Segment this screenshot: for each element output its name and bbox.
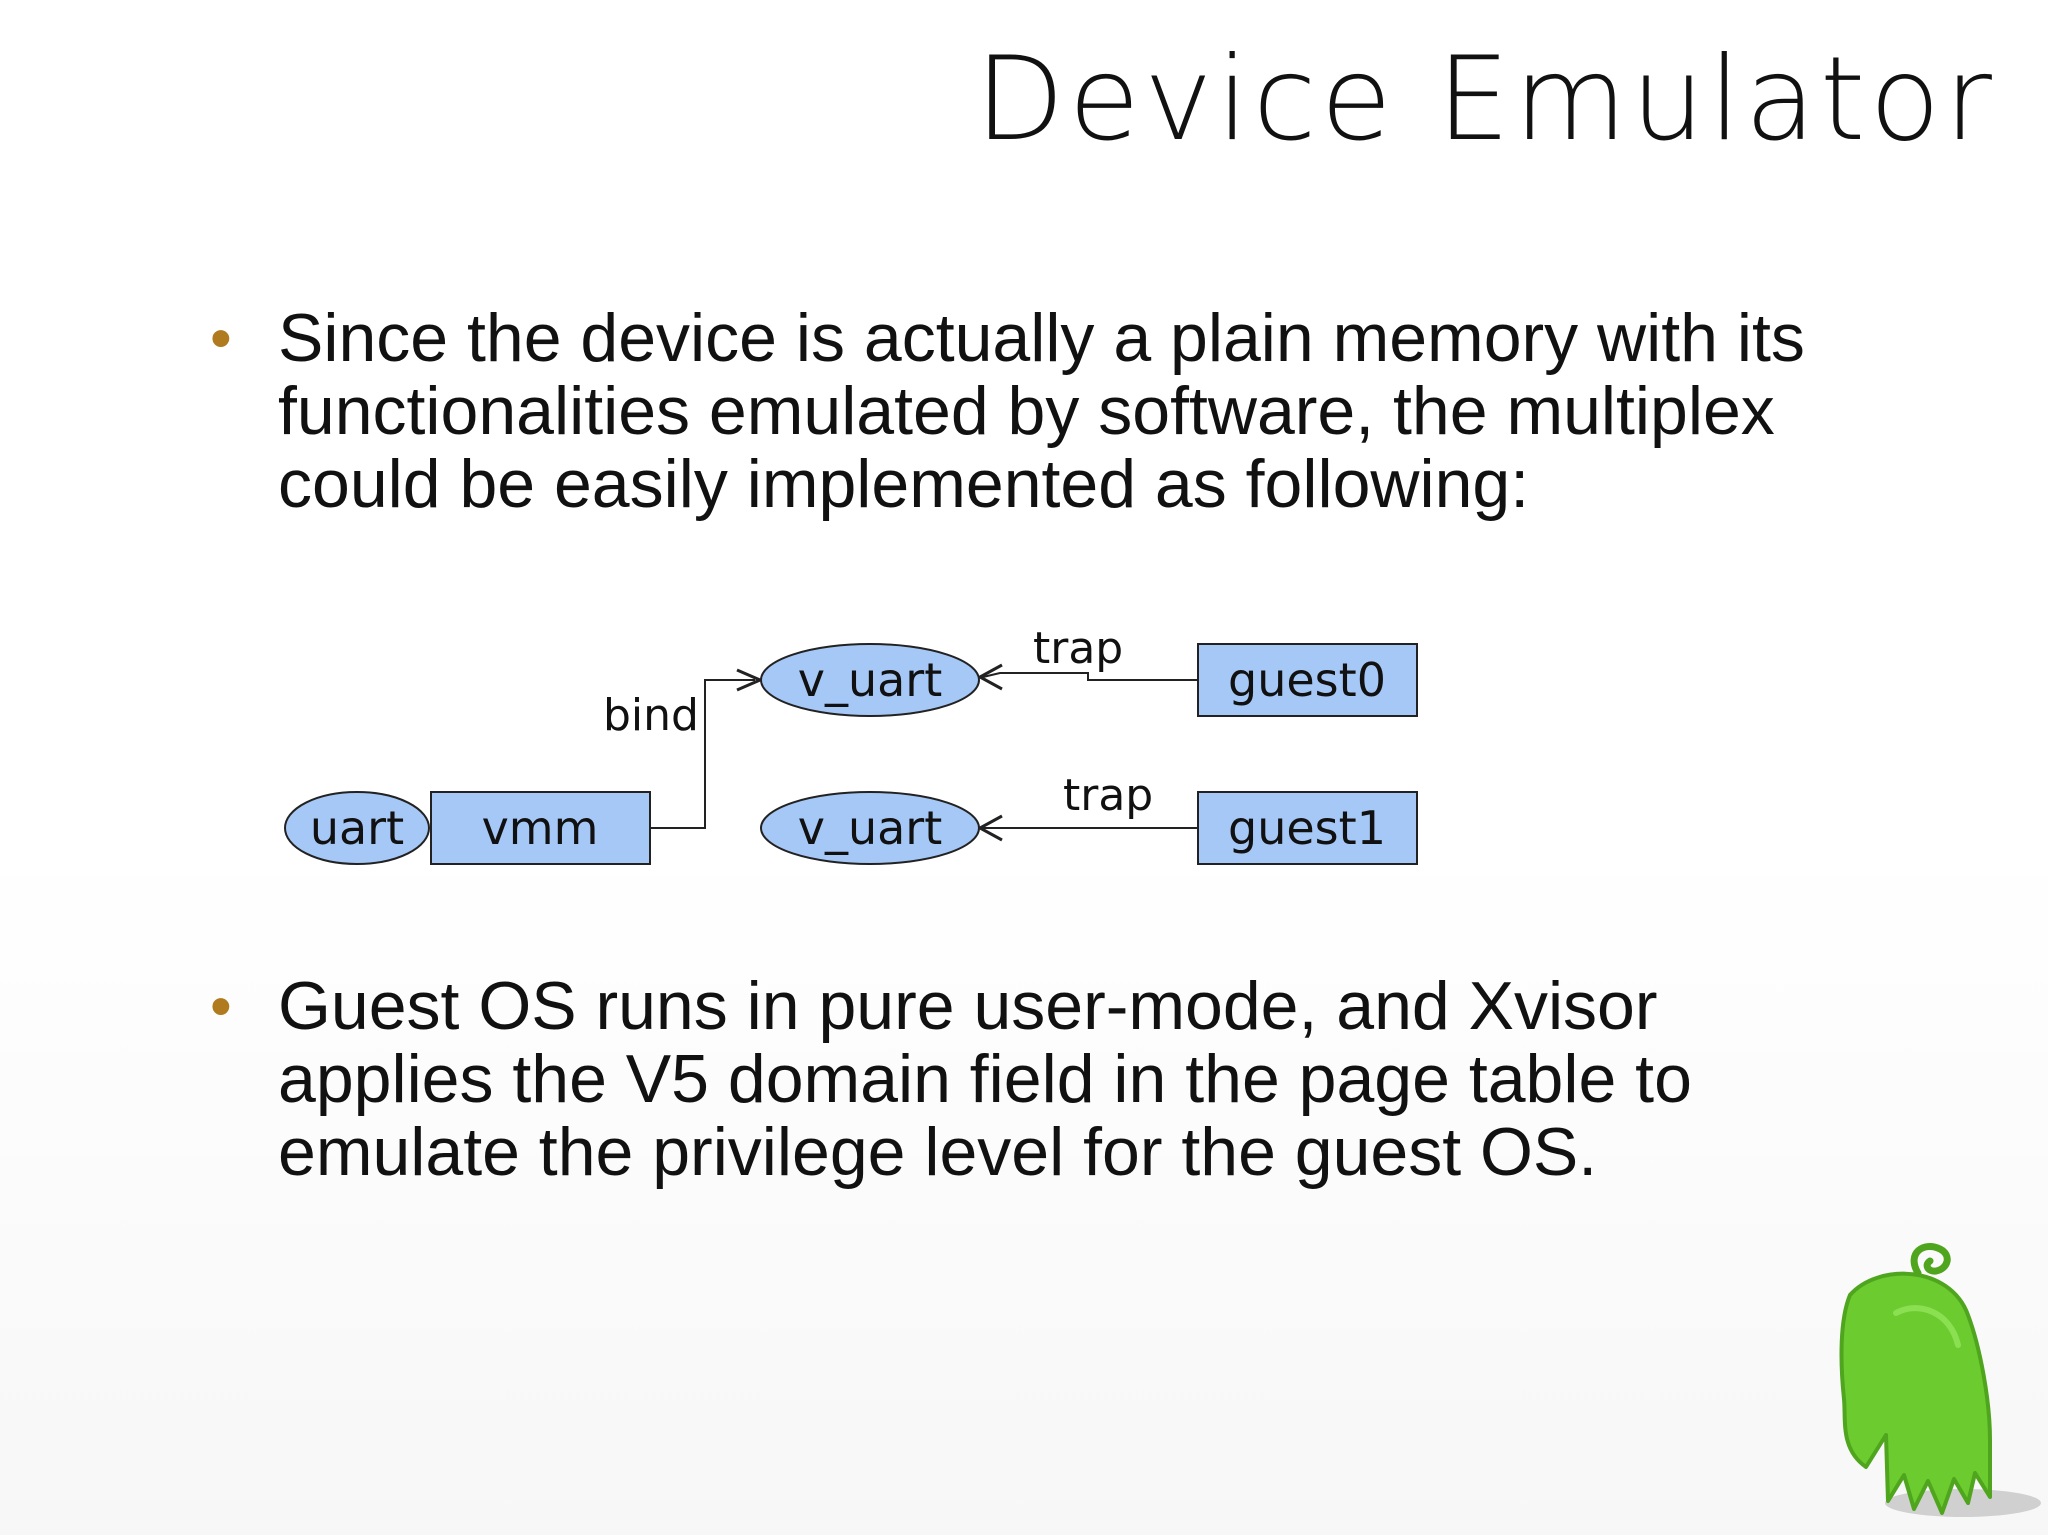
v-uart-node-top: v_uart — [760, 643, 980, 717]
guest1-node: guest1 — [1197, 791, 1418, 865]
trap-edge-bottom — [976, 814, 1198, 842]
vmm-label: vmm — [482, 801, 599, 855]
bullet-dot-icon: • — [210, 972, 232, 1041]
v-uart-label-bottom: v_uart — [798, 801, 943, 855]
bullet-item: • Since the device is actually a plain m… — [210, 302, 1998, 521]
trap-label-bottom: trap — [1063, 770, 1153, 821]
guest0-label: guest0 — [1228, 653, 1386, 707]
trap-edge-top — [976, 663, 1198, 691]
bullet-text: Guest OS runs in pure user-mode, and Xvi… — [278, 968, 1692, 1190]
bullet-item: • Guest OS runs in pure user-mode, and X… — [210, 970, 1998, 1189]
uart-node: uart — [284, 791, 430, 865]
bind-label: bind — [603, 690, 699, 741]
trap-arrowhead-icon — [976, 663, 1003, 691]
bind-edge — [650, 668, 764, 829]
vmm-node: vmm — [430, 791, 651, 865]
green-mascot-icon — [1839, 1243, 2041, 1517]
guest1-label: guest1 — [1228, 801, 1386, 855]
bullet-text: Since the device is actually a plain mem… — [278, 300, 1805, 522]
trap-label-top: trap — [1033, 623, 1123, 674]
v-uart-label-top: v_uart — [798, 653, 943, 707]
v-uart-node-bottom: v_uart — [760, 791, 980, 865]
guest0-node: guest0 — [1197, 643, 1418, 717]
uart-label: uart — [310, 801, 404, 855]
slide-title: Device Emulator — [975, 32, 1996, 167]
bullet-dot-icon: • — [210, 304, 232, 373]
